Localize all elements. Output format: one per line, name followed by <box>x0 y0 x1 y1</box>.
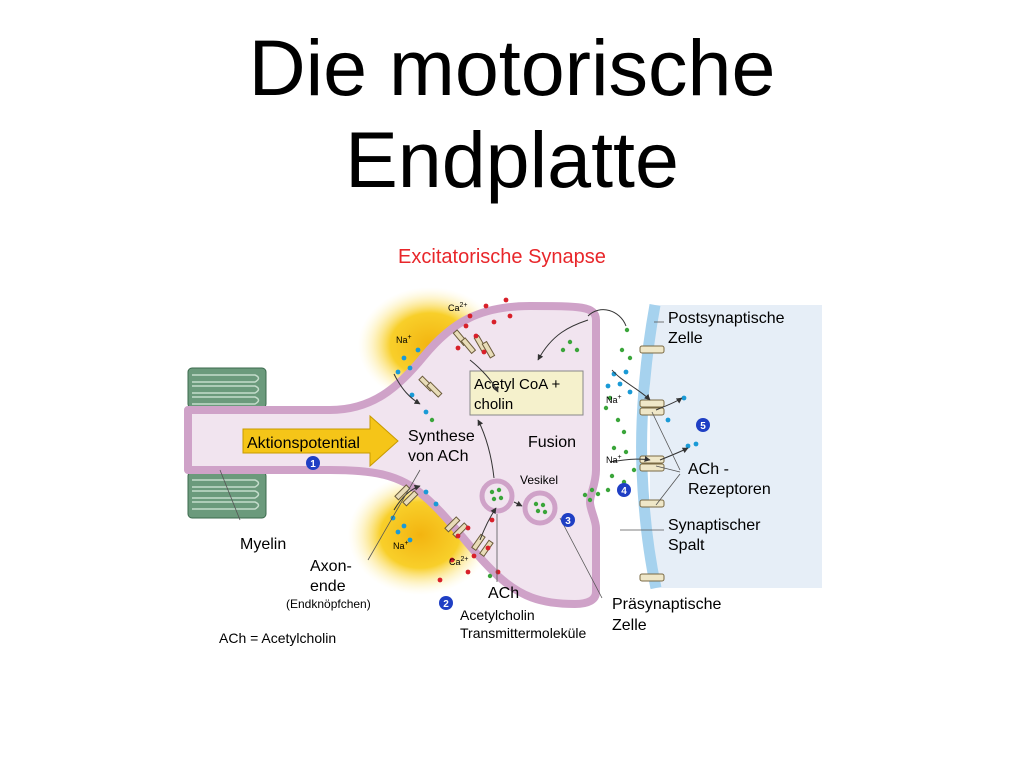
myelin-label: Myelin <box>240 536 286 553</box>
presynaptic-cell-label-2: Zelle <box>612 617 647 634</box>
na-ion-label-top: Na+ <box>396 334 412 345</box>
step-badge-3: 3 <box>561 513 575 527</box>
acetyl-coa-label-2: cholin <box>474 396 513 413</box>
ach-label: ACh <box>488 585 519 602</box>
synthesis-label-2: von ACh <box>408 448 468 465</box>
vesicles <box>479 478 601 526</box>
svg-text:1: 1 <box>310 459 316 470</box>
na-ion-label-cleft-top: Na+ <box>606 394 622 405</box>
presynaptic-cell-label-1: Präsynaptische <box>612 596 721 613</box>
ach-receptors-label-1: ACh - <box>688 461 729 478</box>
step-badge-4: 4 <box>617 483 631 497</box>
synthesis-label-1: Synthese <box>408 428 475 445</box>
slide-title-line1: Die motorische <box>248 23 776 112</box>
na-ion-label-cleft-mid: Na+ <box>606 454 622 465</box>
leader-lines <box>219 321 681 599</box>
axon-end-label-1: Axon- <box>310 558 352 575</box>
action-potential-arrow: Aktionspotential <box>242 414 399 468</box>
postsynaptic-cell <box>650 305 822 588</box>
synaptic-cleft-label-2: Spalt <box>668 537 705 554</box>
ion-channels <box>394 329 496 557</box>
postsynaptic-cell-label-1: Postsynaptische <box>668 310 785 327</box>
acetylcholine-label-1: Acetylcholin <box>460 607 535 623</box>
ach-receptors-label-2: Rezeptoren <box>688 481 771 498</box>
acetyl-coa-label-1: Acetyl CoA + <box>474 376 561 393</box>
step-badge-2: 2 <box>439 596 453 610</box>
postsynaptic-cell-label-2: Zelle <box>668 330 703 347</box>
diagram-heading: Excitatorische Synapse <box>398 246 606 268</box>
slide-title-line2: Endplatte <box>345 115 679 204</box>
vesicle-label: Vesikel <box>520 473 558 487</box>
svg-text:2: 2 <box>443 599 449 610</box>
svg-text:4: 4 <box>621 486 627 497</box>
legend-label: ACh = Acetylcholin <box>219 630 336 646</box>
end-bulb-label: (Endknöpfchen) <box>286 597 371 611</box>
acetylcholine-label-2: Transmittermoleküle <box>460 625 587 641</box>
na-ion-label-bottom: Na+ <box>393 540 409 551</box>
pathway-arrows <box>393 309 689 541</box>
sodium-ions <box>390 347 699 543</box>
svg-text:5: 5 <box>700 421 706 432</box>
action-potential-label: Aktionspotential <box>247 435 360 452</box>
step-badge-1: 1 <box>306 456 320 470</box>
myelin-sheath <box>187 367 267 519</box>
fusion-label: Fusion <box>528 434 576 451</box>
ca-ion-label-bottom: Ca2+ <box>449 556 469 567</box>
axon-end-label-2: ende <box>310 578 346 595</box>
ca-ion-label-top: Ca2+ <box>448 302 468 313</box>
svg-text:3: 3 <box>565 516 571 527</box>
step-badge-5: 5 <box>696 418 710 432</box>
synaptic-cleft-label-1: Synaptischer <box>668 517 761 534</box>
slide-title: Die motorische Endplatte <box>0 22 1024 206</box>
